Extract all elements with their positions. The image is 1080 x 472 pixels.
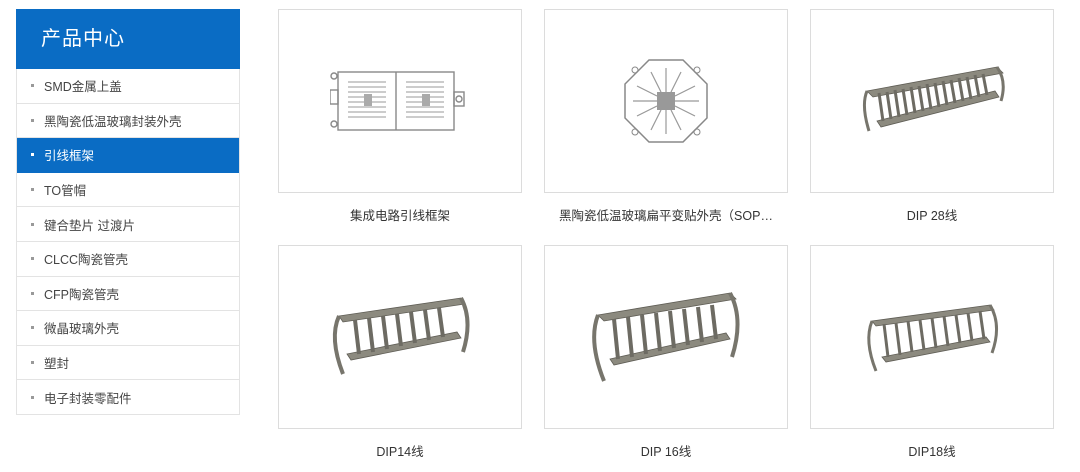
sidebar-item-label: 黑陶瓷低温玻璃封装外壳 [44,114,182,129]
product-sidebar: 产品中心 SMD金属上盖 黑陶瓷低温玻璃封装外壳 引线框架 TO管帽 键合垫片 … [16,9,240,415]
product-image-octagon-leadframe[interactable] [544,9,788,193]
product-card[interactable]: 集成电路引线框架 [278,9,522,224]
bullet-icon [31,361,34,365]
bullet-icon [31,291,34,295]
octagon-leadframe-image [624,59,708,143]
product-card[interactable]: 黑陶瓷低温玻璃扁平变贴外壳（SOP… [544,9,788,224]
sidebar-item-label: 电子封装零配件 [44,391,132,406]
sidebar-item-smd[interactable]: SMD金属上盖 [17,69,239,104]
bullet-icon [31,395,34,399]
sidebar-item-label: 键合垫片 过渡片 [44,218,135,233]
product-image-leadframe-strip[interactable] [278,9,522,193]
product-image-dip-16[interactable] [544,245,788,429]
bullet-icon [31,188,34,192]
leadframe-strip-image [330,71,465,131]
product-image-dip-14[interactable] [278,245,522,429]
sidebar-item-accessories[interactable]: 电子封装零配件 [17,380,239,415]
product-card[interactable]: DIP18线 [810,245,1054,460]
sidebar-item-label: SMD金属上盖 [44,80,122,95]
product-caption[interactable]: 黑陶瓷低温玻璃扁平变贴外壳（SOP… [559,209,773,223]
bullet-icon [31,326,34,330]
sidebar-item-clcc[interactable]: CLCC陶瓷管壳 [17,242,239,277]
product-caption[interactable]: DIP18线 [908,445,956,459]
sidebar-item-label: 微晶玻璃外壳 [44,322,120,337]
sidebar-title: 产品中心 [16,9,240,69]
sidebar-list: SMD金属上盖 黑陶瓷低温玻璃封装外壳 引线框架 TO管帽 键合垫片 过渡片 C… [16,69,240,415]
sidebar-item-glass-ceramic[interactable]: 微晶玻璃外壳 [17,311,239,346]
bullet-icon [31,257,34,261]
product-image-dip-18[interactable] [810,245,1054,429]
sidebar-item-label: TO管帽 [44,184,87,199]
dip-28-frame-image [862,66,1005,132]
bullet-icon [31,222,34,226]
dip-14-frame-image [332,297,470,375]
sidebar-item-black-ceramic[interactable]: 黑陶瓷低温玻璃封装外壳 [17,104,239,139]
product-caption[interactable]: DIP 28线 [906,209,958,223]
dip-16-frame-image [592,292,740,382]
sidebar-item-label: CFP陶瓷管壳 [44,287,120,302]
product-caption[interactable]: 集成电路引线框架 [349,209,450,223]
product-card[interactable]: DIP14线 [278,245,522,460]
sidebar-item-to-cap[interactable]: TO管帽 [17,173,239,208]
bullet-icon [31,118,34,122]
sidebar-item-label: 引线框架 [44,149,95,164]
dip-18-frame-image [867,304,998,372]
sidebar-item-label: CLCC陶瓷管壳 [44,253,129,268]
bullet-icon [31,84,34,88]
sidebar-item-label: 塑封 [44,357,70,372]
bullet-icon [31,153,34,157]
sidebar-item-cfp[interactable]: CFP陶瓷管壳 [17,277,239,312]
product-image-dip-28[interactable] [810,9,1054,193]
sidebar-item-bonding-pad[interactable]: 键合垫片 过渡片 [17,207,239,242]
product-card[interactable]: DIP 16线 [544,245,788,460]
sidebar-item-leadframe[interactable]: 引线框架 [17,138,239,173]
sidebar-item-plastic[interactable]: 塑封 [17,346,239,381]
product-caption[interactable]: DIP 16线 [640,445,692,459]
product-card[interactable]: DIP 28线 [810,9,1054,224]
product-caption[interactable]: DIP14线 [376,445,424,459]
